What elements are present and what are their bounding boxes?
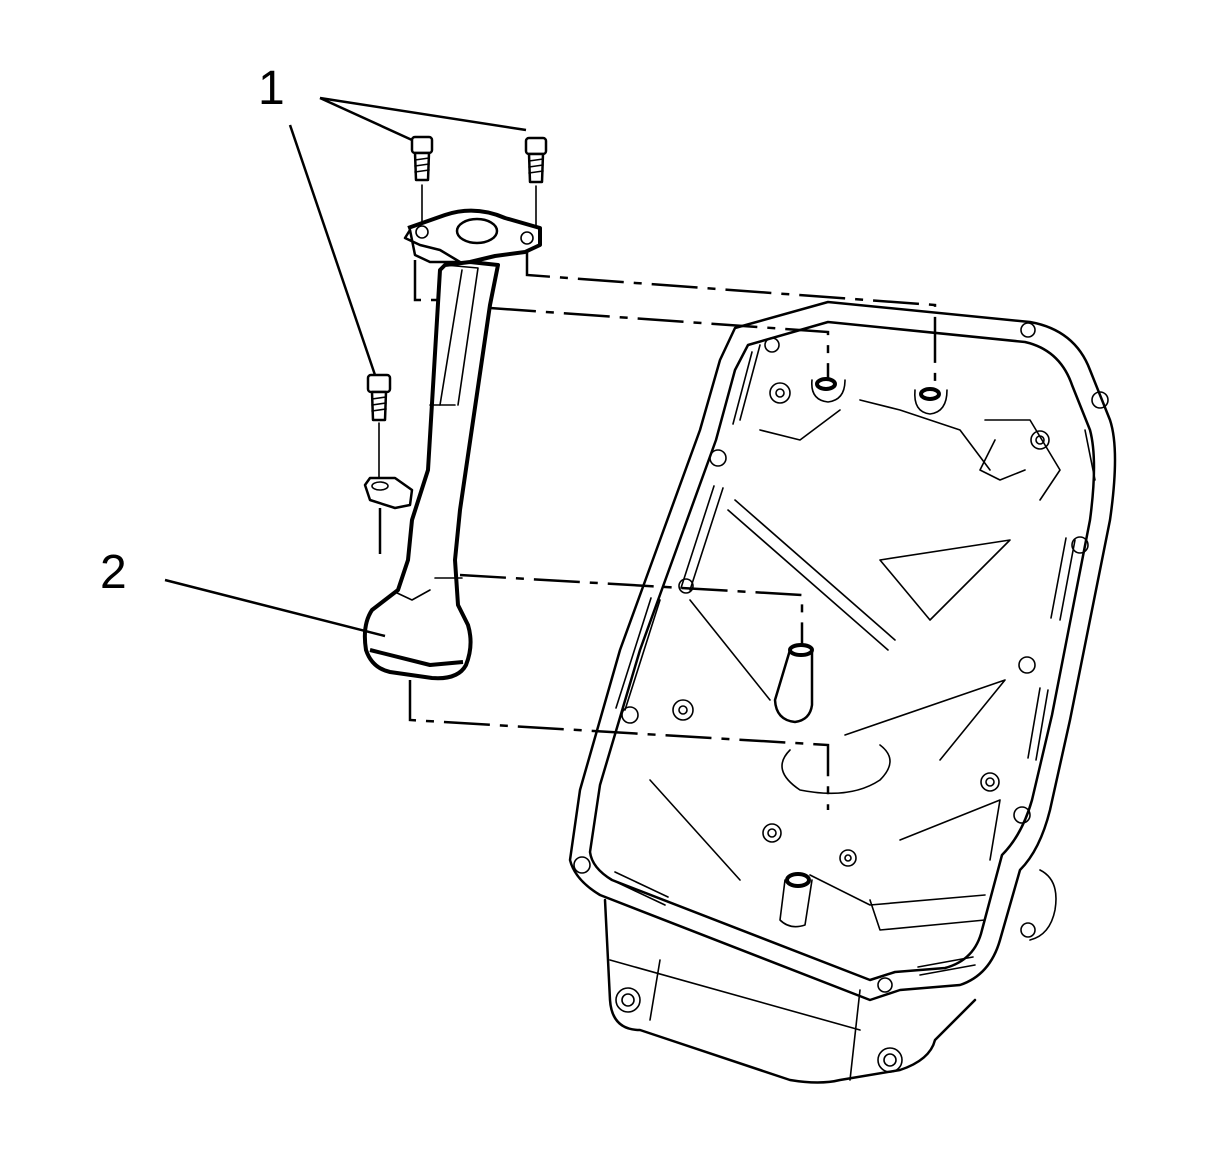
bolt-side	[366, 373, 392, 422]
oil-pump-pickup-tube-brace	[362, 208, 542, 681]
callout-1: 1	[258, 62, 285, 115]
bolt-top-right	[524, 136, 548, 184]
bolt-top-left	[410, 135, 434, 182]
alignment-lines	[378, 184, 937, 810]
oil-pan	[568, 300, 1117, 1084]
callout-leaders	[164, 96, 527, 638]
callout-2: 2	[100, 546, 127, 599]
